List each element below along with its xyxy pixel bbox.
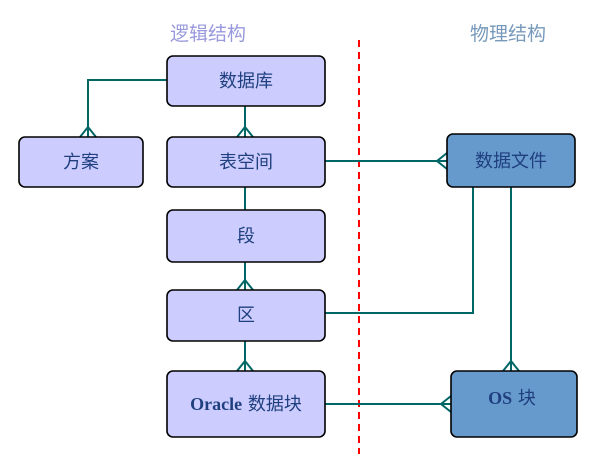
box-os-block[interactable]: OS 块 bbox=[450, 370, 578, 438]
box-tablespace[interactable]: 表空间 bbox=[166, 136, 326, 188]
box-database[interactable]: 数据库 bbox=[166, 55, 326, 107]
box-datafile-label: 数据文件 bbox=[475, 151, 547, 172]
crowfoot-datafile bbox=[435, 152, 448, 170]
crowfoot-schema bbox=[79, 125, 97, 138]
connector-database-schema bbox=[87, 79, 167, 137]
box-datafile[interactable]: 数据文件 bbox=[446, 133, 576, 188]
connector-datafile-extent bbox=[325, 187, 474, 314]
box-tablespace-label: 表空间 bbox=[219, 152, 273, 173]
box-schema[interactable]: 方案 bbox=[18, 136, 144, 188]
crowfoot-osblock-left bbox=[439, 395, 452, 413]
logical-structure-header: 逻辑结构 bbox=[170, 23, 246, 45]
box-extent[interactable]: 区 bbox=[166, 289, 326, 342]
crowfoot-tablespace bbox=[236, 125, 254, 138]
box-oracle-block-label: Oracle 数据块 bbox=[190, 394, 302, 415]
crowfoot-oracleblock bbox=[236, 359, 254, 372]
box-database-label: 数据库 bbox=[219, 71, 273, 92]
box-schema-label: 方案 bbox=[63, 152, 99, 173]
box-segment[interactable]: 段 bbox=[166, 209, 326, 263]
box-oracle-block[interactable]: Oracle 数据块 bbox=[166, 370, 326, 438]
crowfoot-extent bbox=[236, 278, 254, 291]
crowfoot-osblock bbox=[502, 359, 520, 372]
box-segment-label: 段 bbox=[237, 226, 255, 247]
connectors bbox=[79, 79, 520, 413]
physical-structure-header: 物理结构 bbox=[470, 23, 546, 45]
box-os-block-label: OS 块 bbox=[488, 388, 536, 409]
box-extent-label: 区 bbox=[237, 305, 255, 326]
